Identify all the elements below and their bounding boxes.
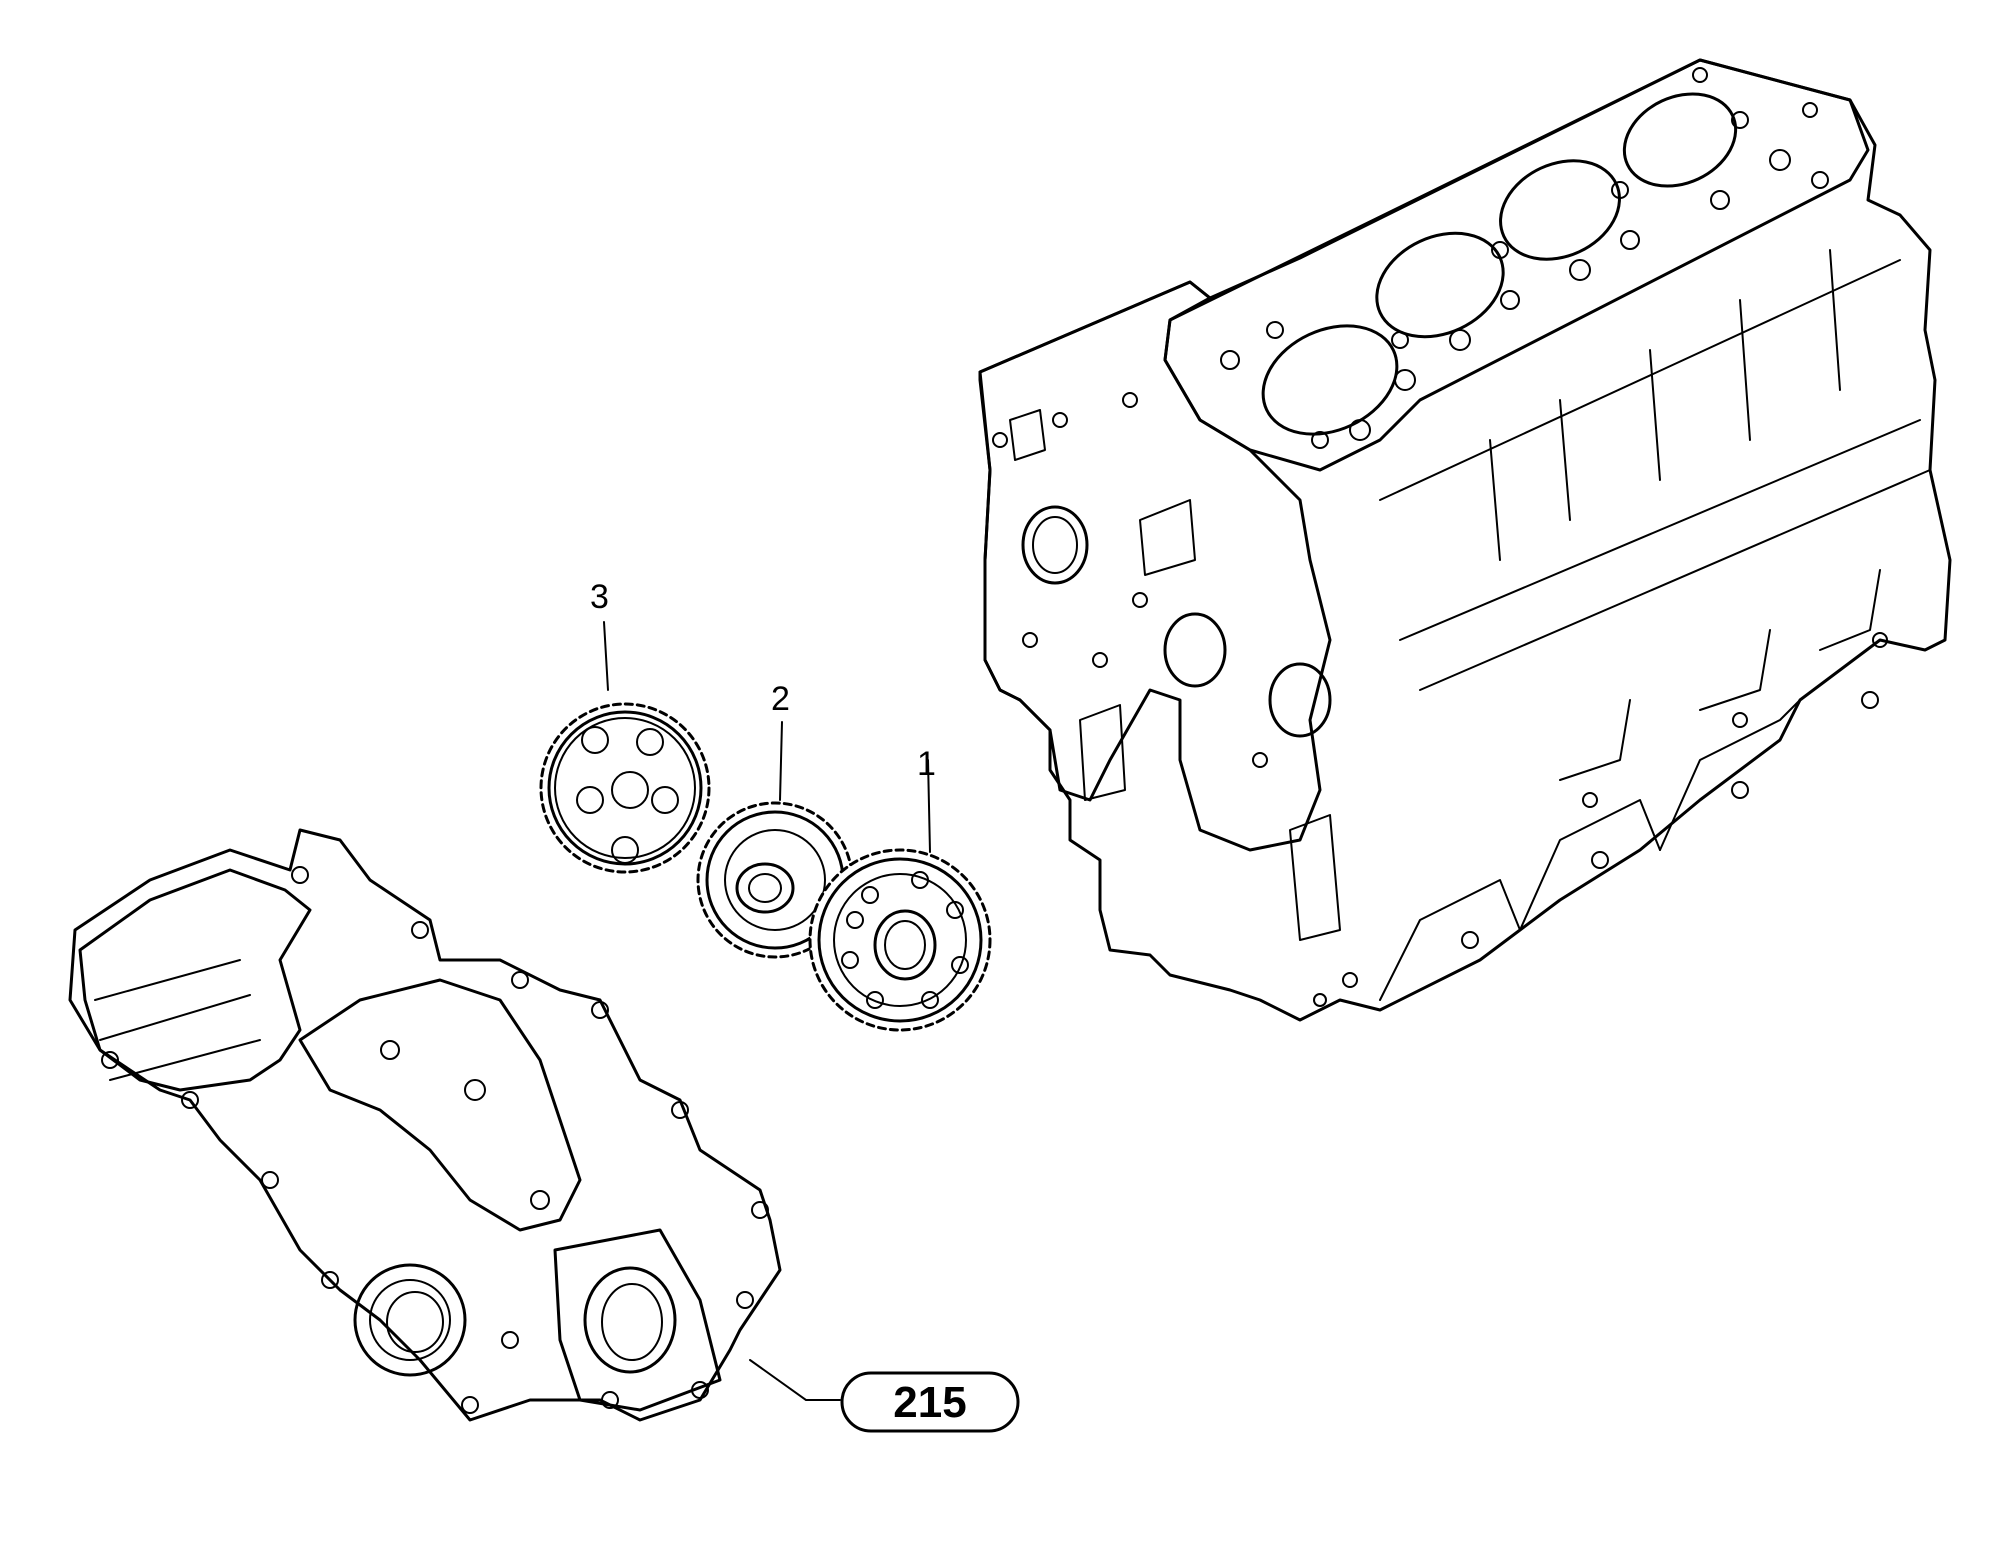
callout-leaders (603, 621, 931, 1401)
timing-cover (68, 828, 782, 1422)
callout-2: 2 (771, 680, 790, 718)
reference-label: 215 (893, 1378, 966, 1427)
callout-3: 3 (590, 578, 609, 616)
gear-1 (808, 848, 992, 1032)
gear-3 (539, 702, 711, 874)
callout-1: 1 (917, 745, 936, 783)
engine-block (978, 58, 1952, 1022)
reference-badge[interactable]: 215 (840, 1371, 1020, 1433)
